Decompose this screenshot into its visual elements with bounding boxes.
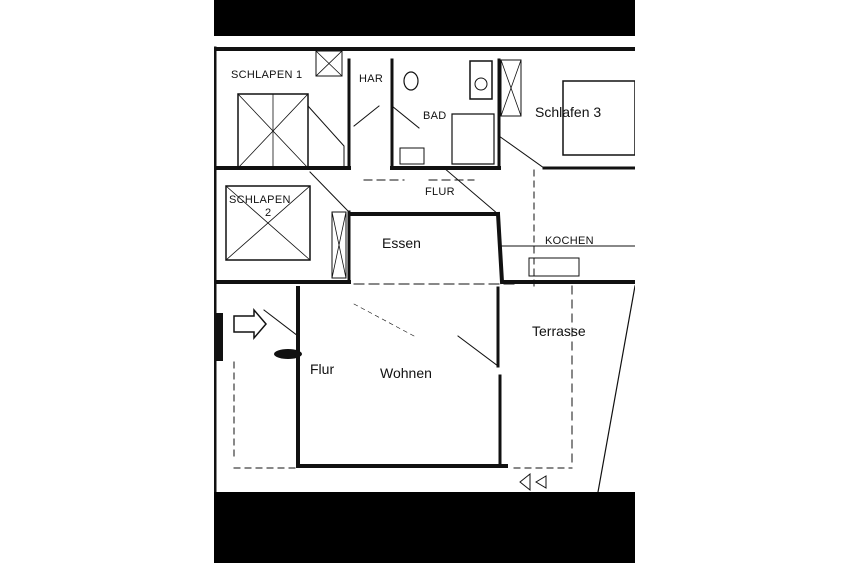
wall-essen-right xyxy=(495,211,505,285)
label-har: HAR xyxy=(359,73,384,85)
bed-schlafen2 xyxy=(225,185,311,261)
bottom-black-bar xyxy=(214,492,635,563)
door-schlafen1 xyxy=(307,105,345,169)
bed-schlafen3 xyxy=(562,80,635,156)
north-arrow-icon xyxy=(519,472,547,492)
terrasse-edge xyxy=(597,285,635,492)
label-schlafen-3: Schlafen 3 xyxy=(535,104,602,120)
shower xyxy=(451,113,495,165)
door-flur xyxy=(443,167,499,215)
cabinet-schlafen2 xyxy=(331,211,347,279)
label-terrasse: Terrasse xyxy=(532,323,586,339)
door-wohnen-terrasse xyxy=(457,335,499,367)
cabinet-schlafen1 xyxy=(315,50,343,77)
floor-plan-drawing xyxy=(214,46,635,492)
label-schlafen-2: SCHLAPEN xyxy=(229,194,291,206)
floor-plan: SCHLAPEN 1 HAR BAD Schlafen 3 SCHLAPEN 2… xyxy=(214,36,635,492)
sink xyxy=(399,147,425,165)
bathtub xyxy=(469,60,493,100)
toilet-icon xyxy=(403,71,419,91)
stove xyxy=(528,257,580,277)
label-schlafen-1: SCHLAPEN 1 xyxy=(231,69,303,81)
label-flur-bottom: Flur xyxy=(310,361,335,377)
door-har-bad xyxy=(353,105,420,129)
label-schlafen-2-number: 2 xyxy=(265,207,272,219)
door-entrance xyxy=(263,309,299,337)
top-black-bar xyxy=(214,0,635,36)
label-flur-top: FLUR xyxy=(425,186,455,198)
entrance-arrow-icon xyxy=(233,307,267,341)
floor-plan-scan: SCHLAPEN 1 HAR BAD Schlafen 3 SCHLAPEN 2… xyxy=(214,0,635,563)
door-schlafen3 xyxy=(498,135,545,169)
label-wohnen: Wohnen xyxy=(380,365,432,381)
door-schlafen2 xyxy=(309,171,350,213)
label-essen: Essen xyxy=(382,235,421,251)
label-bad: BAD xyxy=(423,110,447,122)
cabinet-schlafen3 xyxy=(500,59,522,117)
label-kochen: KOCHEN xyxy=(545,235,594,247)
